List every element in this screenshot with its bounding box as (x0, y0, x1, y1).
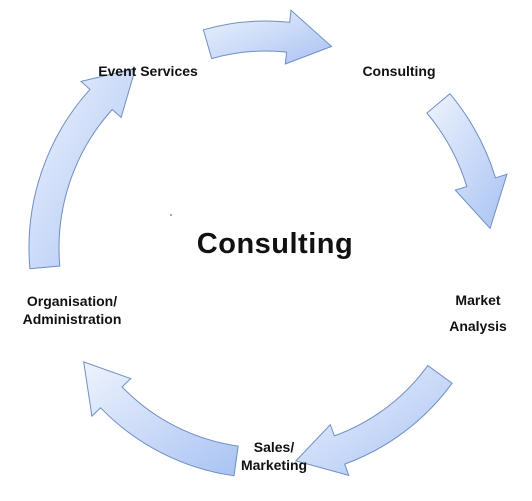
arrow-consulting-to-market (426, 92, 508, 230)
step-label-consulting: Consulting (356, 62, 442, 80)
step-label-line: Administration (22, 311, 122, 327)
arrow-sales-to-organisation (83, 361, 239, 477)
arrow-organisation-to-event (28, 67, 137, 270)
arrow-event-to-consulting (202, 9, 333, 65)
step-label-line: Analysis (449, 318, 507, 334)
step-label-organisation-administration: Organisation/ Administration (8, 292, 136, 328)
step-label-line: Consulting (362, 63, 436, 79)
step-label-line: Marketing (240, 457, 308, 473)
step-label-line: Event Services (98, 63, 198, 79)
diagram-title: Consulting (196, 228, 354, 260)
step-label-line: Organisation/ (26, 293, 118, 309)
step-label-line: Market (455, 292, 501, 308)
step-label-sales-marketing: Sales/ Marketing (226, 438, 322, 474)
arrow-market-to-sales (294, 364, 453, 477)
step-label-market-analysis: Market Analysis (438, 287, 518, 339)
step-label-line: Sales/ (253, 439, 295, 455)
center-dot (170, 214, 172, 216)
step-label-event-services: Event Services (90, 62, 206, 80)
